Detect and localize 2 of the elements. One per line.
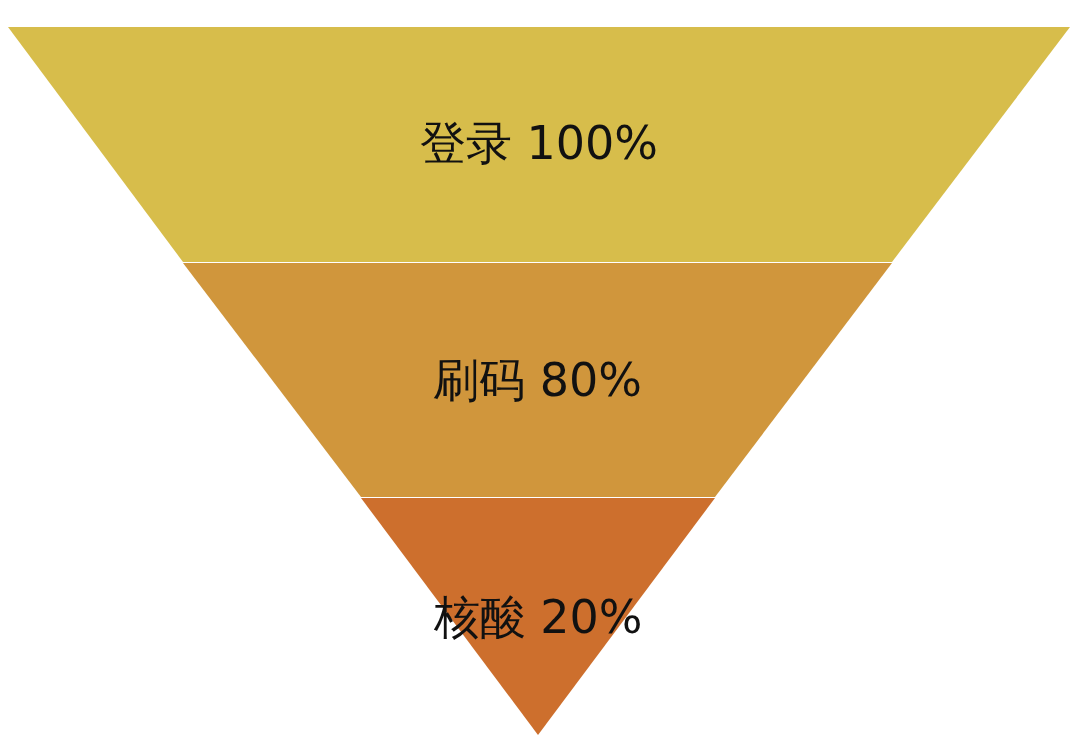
band-label: 登录 100%: [419, 117, 659, 169]
band-label: 刷码 80%: [433, 354, 642, 406]
